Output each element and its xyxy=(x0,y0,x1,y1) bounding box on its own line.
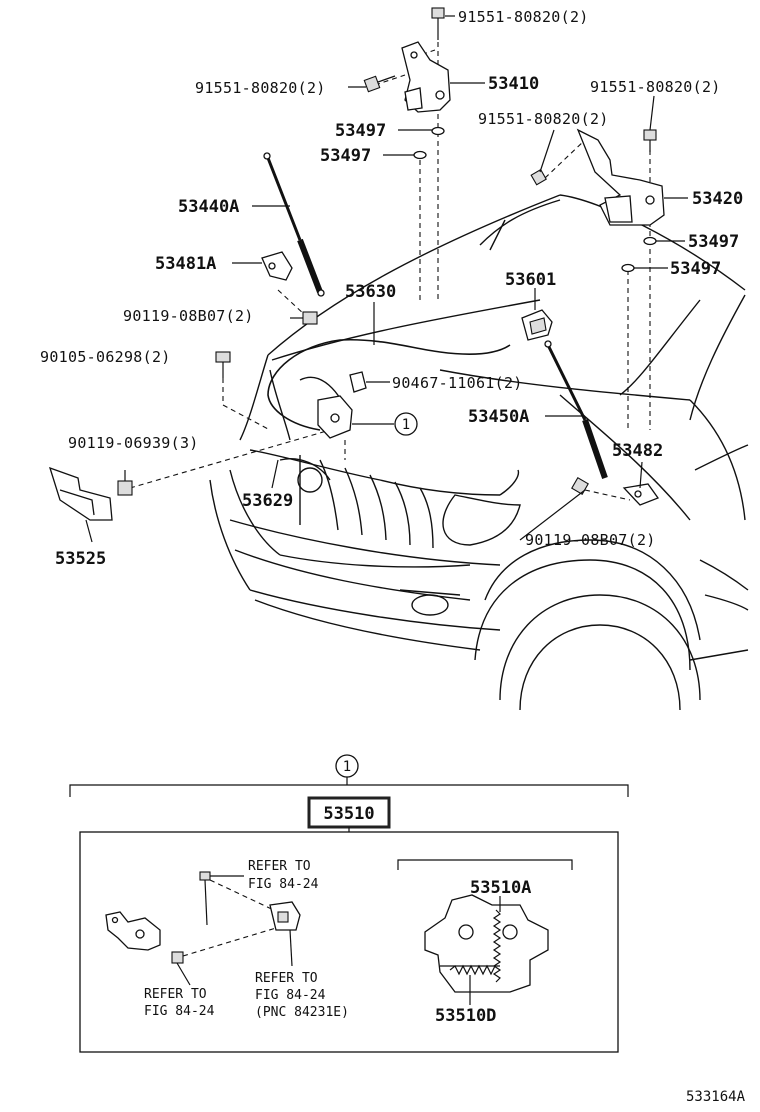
label-bolt-0807-left: 90119-08B07(2) xyxy=(123,307,254,325)
hood-lock-detail-icon xyxy=(105,911,161,951)
label-cushion-3: 53497 xyxy=(688,232,739,252)
spring-d-icon xyxy=(449,964,496,976)
label-hinge-right: 53420 xyxy=(692,189,743,209)
lock-assy-frame xyxy=(79,831,619,1053)
callout-marker-bottom-text: 1 xyxy=(343,759,351,775)
refer-1-line2: FIG 84-24 xyxy=(248,877,319,892)
label-bolt-06298: 90105-06298(2) xyxy=(40,348,171,366)
refer-3-line1: REFER TO xyxy=(144,987,207,1002)
bolt-left-icon xyxy=(363,75,396,93)
bolt-06298-icon xyxy=(215,351,231,378)
bolt-0807-left-icon xyxy=(290,311,318,325)
refer-2-line2: FIG 84-24 xyxy=(255,988,326,1003)
label-bolt-06939: 90119-06939(3) xyxy=(68,434,199,452)
callout-marker-bottom: 1 xyxy=(335,754,359,778)
lock-assy-box xyxy=(307,796,391,829)
hood-support-right-icon xyxy=(544,340,608,479)
cushion-2-icon xyxy=(413,150,427,160)
callout-marker-top-text: 1 xyxy=(402,417,410,433)
bolt-right-mid-icon xyxy=(530,168,547,186)
bolt-detail-icon xyxy=(171,951,184,964)
bolt-0807-right-icon xyxy=(571,477,589,495)
label-lock-sub-d: 53510D xyxy=(435,1006,496,1026)
label-hinge-left: 53410 xyxy=(488,74,539,94)
label-cushion-4: 53497 xyxy=(670,259,721,279)
figure-code: 533164A xyxy=(686,1089,746,1105)
label-bolt-left: 91551-80820(2) xyxy=(195,79,326,97)
spring-a-icon xyxy=(492,909,502,983)
label-cable-sub: 53629 xyxy=(242,491,293,511)
hood-lock-icon xyxy=(317,395,353,439)
label-cushion-1: 53497 xyxy=(335,121,386,141)
hood-release-cable xyxy=(267,338,511,431)
bracket-right-icon xyxy=(622,483,660,506)
label-cushion-2: 53497 xyxy=(320,146,371,166)
label-lock-assy: 53510 xyxy=(323,804,374,824)
bolt-right-top-icon xyxy=(643,129,657,152)
clamp-icon xyxy=(349,371,367,393)
hinge-left-icon xyxy=(401,41,451,113)
cushion-1-icon xyxy=(431,126,445,136)
label-bracket-left: 53481A xyxy=(155,254,216,274)
label-leaders xyxy=(85,15,688,543)
label-bolt-right-top: 91551-80820(2) xyxy=(590,78,721,96)
sensor-icon xyxy=(269,901,301,931)
refer-3-line2: FIG 84-24 xyxy=(144,1004,215,1019)
cover-icon xyxy=(48,466,113,521)
lock-assembly-section: 1 53510 REFER TO FI xyxy=(69,754,629,1053)
label-support-right: 53450A xyxy=(468,407,529,427)
hinge-right-icon xyxy=(576,128,665,226)
clip-icon xyxy=(199,871,211,926)
cushion-4-icon xyxy=(621,263,635,273)
label-clamp: 90467-11061(2) xyxy=(392,374,523,392)
bolt-06939-icon xyxy=(117,470,133,496)
label-lock-sub-a: 53510A xyxy=(470,878,531,898)
label-release-lever: 53601 xyxy=(505,270,556,290)
callout-marker-top: 1 xyxy=(394,412,418,436)
label-bracket-right: 53482 xyxy=(612,441,663,461)
lock-plate-icon xyxy=(424,894,549,993)
refer-2-line1: REFER TO xyxy=(255,971,318,986)
hood-support-left-icon xyxy=(263,152,325,297)
label-bolt-right-mid: 91551-80820(2) xyxy=(478,110,609,128)
bolt-top-icon xyxy=(431,7,445,40)
bracket-left-icon xyxy=(261,251,293,281)
label-bolt-top: 91551-80820(2) xyxy=(458,8,589,26)
refer-1-line1: REFER TO xyxy=(248,859,311,874)
label-support-left: 53440A xyxy=(178,197,239,217)
label-cable: 53630 xyxy=(345,282,396,302)
cushion-3-icon xyxy=(643,236,657,246)
label-bolt-0807-right: 90119-08B07(2) xyxy=(525,531,656,549)
refer-2-line3: (PNC 84231E) xyxy=(255,1005,349,1020)
label-cover: 53525 xyxy=(55,549,106,569)
release-lever-icon xyxy=(521,309,553,341)
vehicle-front-outline xyxy=(209,194,749,711)
